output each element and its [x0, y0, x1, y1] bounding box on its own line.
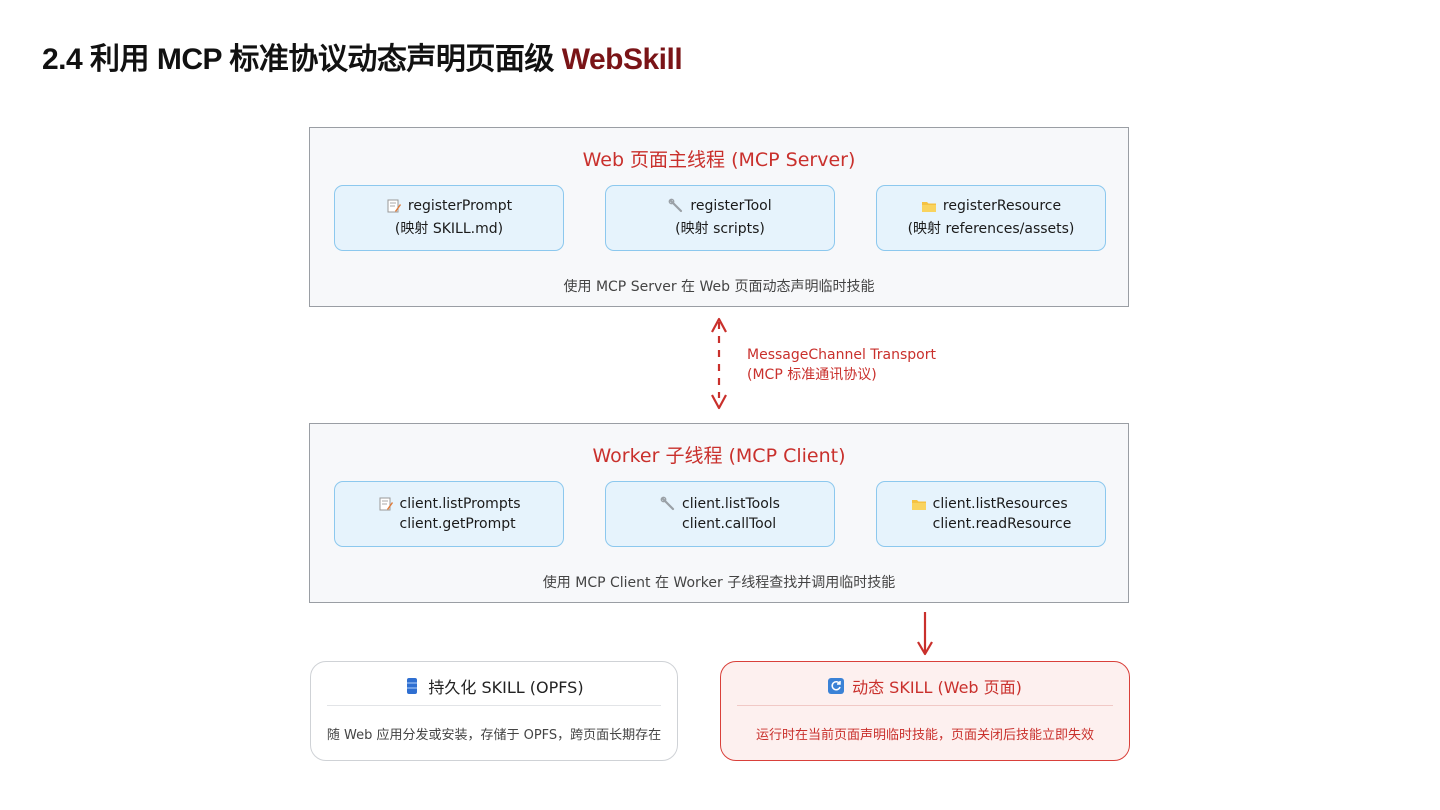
card-line2: client.getPrompt	[399, 516, 516, 532]
mcp-client-panel: Worker 子线程 (MCP Client) client.listPromp…	[309, 423, 1129, 603]
card-line2: client.readResource	[932, 516, 1072, 532]
folder-icon	[911, 500, 926, 510]
client-resources-card: client.listResources client.readResource	[876, 481, 1106, 547]
slide-title: 2.4 利用 MCP 标准协议动态声明页面级 WebSkill	[42, 34, 683, 78]
slide-title-accent: WebSkill	[561, 43, 683, 76]
card-line2: (映射 scripts)	[675, 221, 765, 237]
refresh-icon	[828, 678, 845, 694]
transport-line1: MessageChannel Transport	[747, 347, 936, 363]
card-line1: client.listResources	[932, 496, 1068, 512]
divider	[327, 705, 661, 706]
persistent-skill-desc: 随 Web 应用分发或安装，存储于 OPFS，跨页面长期存在	[326, 728, 662, 743]
dynamic-skill-title-row: 动态 SKILL (Web 页面)	[721, 674, 1129, 698]
card-line1: registerTool	[690, 198, 772, 214]
client-prompts-card: client.listPrompts client.getPrompt	[334, 481, 564, 547]
mcp-server-panel: Web 页面主线程 (MCP Server) registerPrompt (映…	[309, 127, 1129, 307]
client-tools-card: client.listTools client.callTool	[605, 481, 835, 547]
wrench-icon	[669, 198, 683, 213]
register-prompt-card: registerPrompt (映射 SKILL.md)	[334, 185, 564, 251]
memo-icon	[387, 199, 401, 213]
persistent-skill-box: 持久化 SKILL (OPFS) 随 Web 应用分发或安装，存储于 OPFS，…	[310, 661, 678, 761]
memo-icon	[379, 497, 393, 511]
transport-label: MessageChannel Transport (MCP 标准通讯协议)	[747, 345, 936, 385]
transport-line2: (MCP 标准通讯协议)	[747, 367, 877, 383]
register-tool-card: registerTool (映射 scripts)	[605, 185, 835, 251]
persistent-skill-title: 持久化 SKILL (OPFS)	[428, 678, 584, 697]
card-line2: (映射 references/assets)	[907, 221, 1075, 237]
client-panel-title: Worker 子线程 (MCP Client)	[592, 445, 846, 467]
card-line2: (映射 SKILL.md)	[394, 221, 504, 237]
slide-title-prefix: 2.4 利用 MCP 标准协议动态声明页面级	[42, 43, 554, 76]
divider	[737, 705, 1113, 706]
register-resource-card: registerResource (映射 references/assets)	[876, 185, 1106, 251]
card-line1: client.listPrompts	[399, 496, 521, 512]
card-line1: registerPrompt	[407, 198, 513, 214]
bidirectional-dashed-arrow	[711, 317, 727, 410]
folder-icon	[921, 202, 936, 212]
dynamic-skill-title: 动态 SKILL (Web 页面)	[852, 678, 1022, 697]
card-line2: client.callTool	[682, 516, 777, 532]
wrench-icon	[660, 496, 675, 511]
server-panel-title: Web 页面主线程 (MCP Server)	[582, 149, 856, 171]
down-arrow	[917, 612, 933, 656]
card-line1: client.listTools	[682, 496, 780, 512]
card-line1: registerResource	[942, 198, 1062, 214]
database-icon	[407, 678, 418, 694]
dynamic-skill-desc: 运行时在当前页面声明临时技能，页面关闭后技能立即失效	[755, 728, 1094, 743]
dynamic-skill-box: 动态 SKILL (Web 页面) 运行时在当前页面声明临时技能，页面关闭后技能…	[720, 661, 1130, 761]
client-panel-footer: 使用 MCP Client 在 Worker 子线程查找并调用临时技能	[542, 575, 896, 591]
server-panel-footer: 使用 MCP Server 在 Web 页面动态声明临时技能	[563, 279, 875, 295]
persistent-skill-title-row: 持久化 SKILL (OPFS)	[311, 674, 677, 698]
